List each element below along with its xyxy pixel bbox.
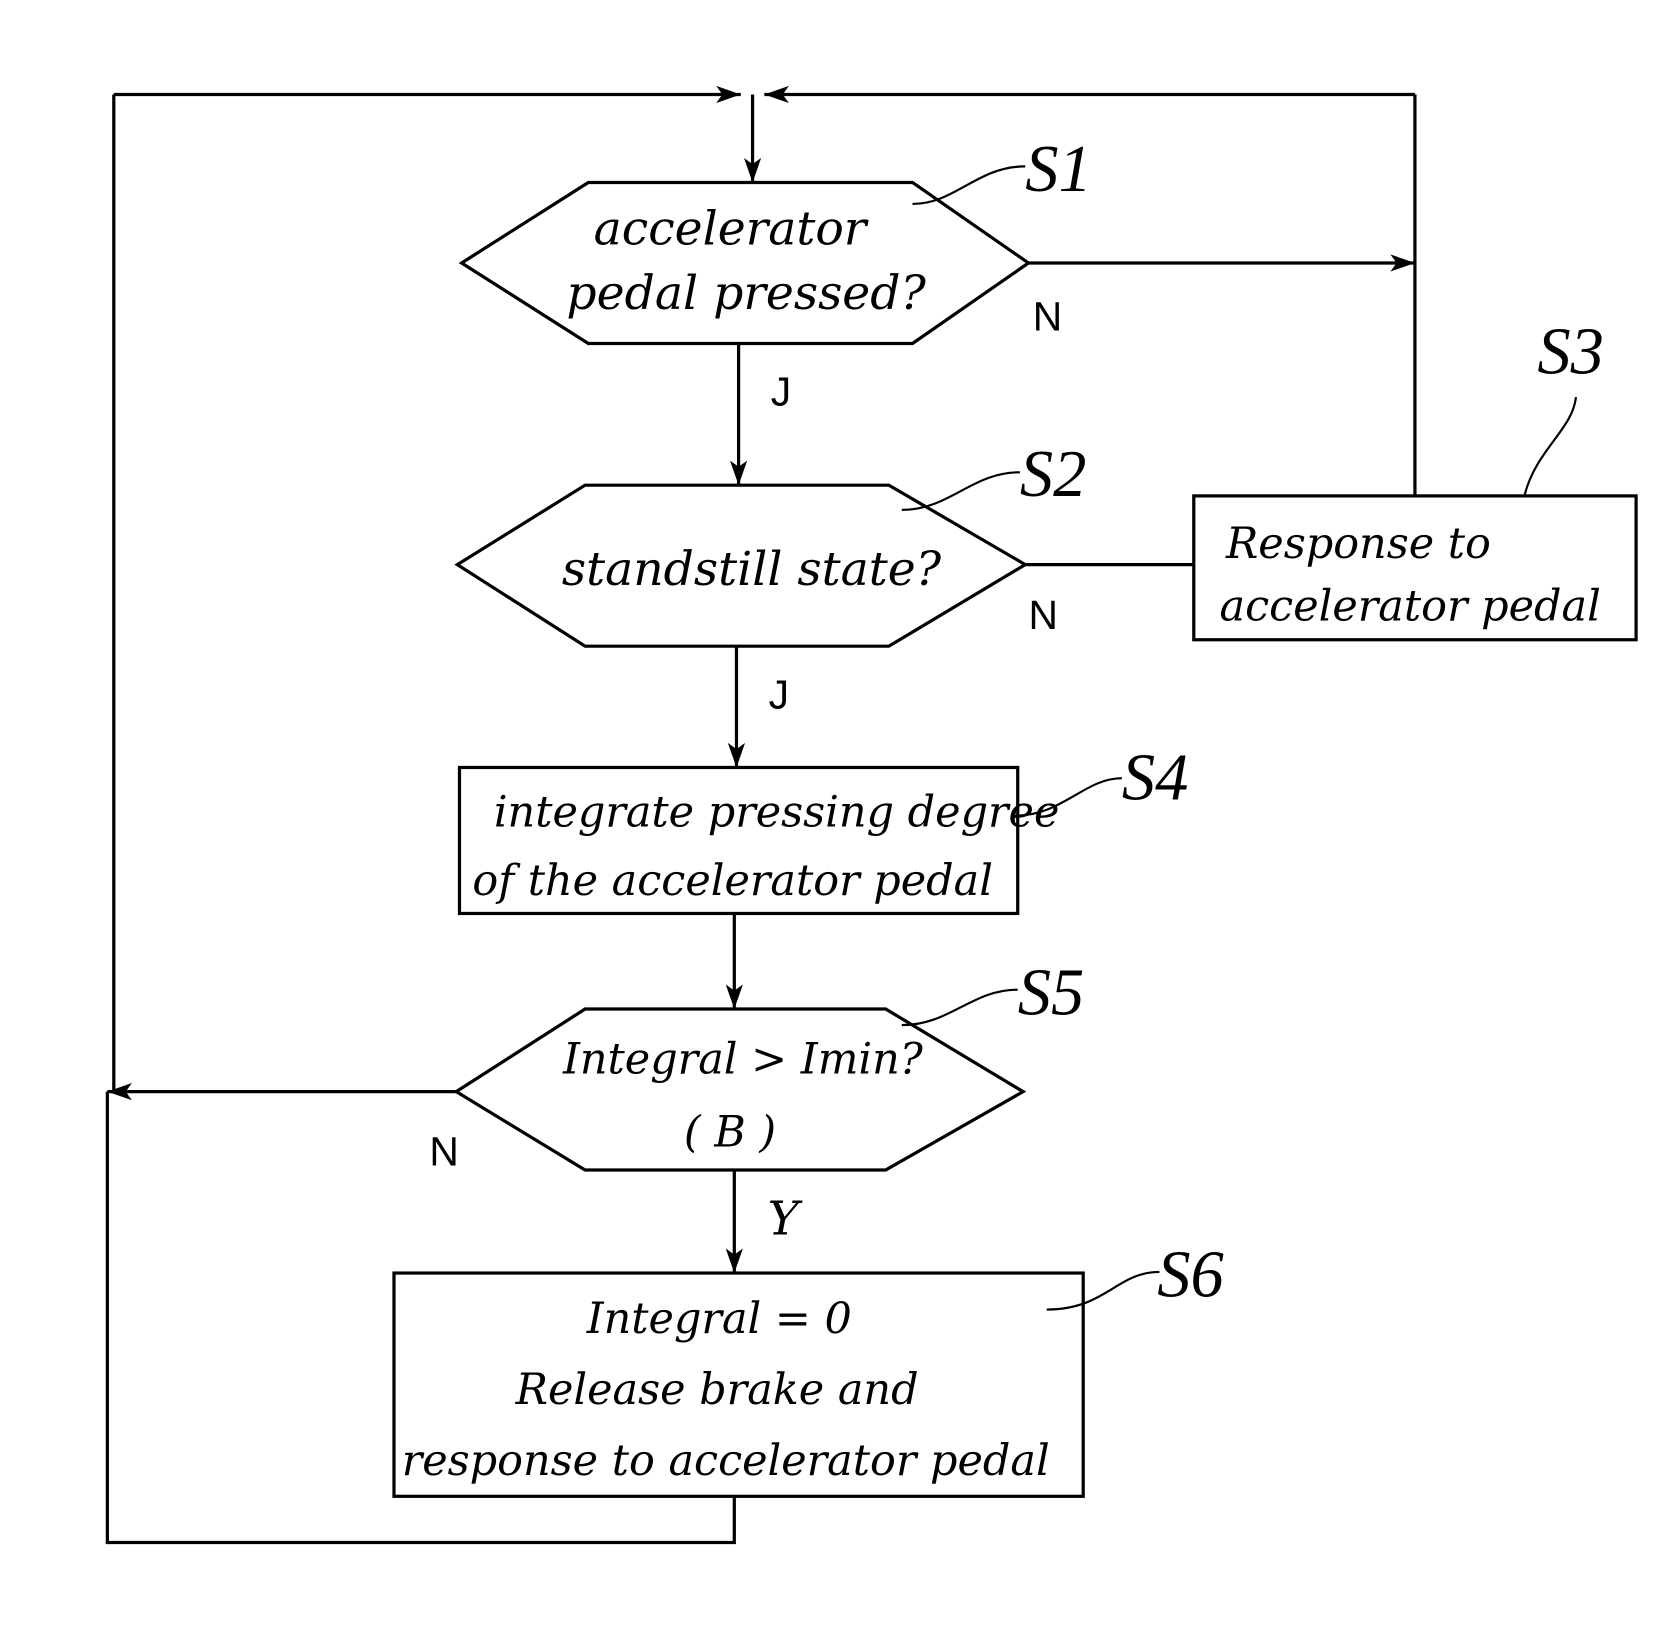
s6-text-line-1: Integral = 0 (586, 1294, 852, 1344)
s1-yes-label: J (771, 369, 791, 415)
top-loop-connector (112, 85, 1417, 1092)
s1-step-label: S1 (1025, 133, 1092, 206)
s3-step-label: S3 (1537, 316, 1604, 389)
bottom-loop-connector (105, 1091, 736, 1545)
s2-step-label: S2 (1020, 438, 1087, 511)
s2-text-line-1: standstill state? (562, 542, 942, 597)
s2-no-label: N (1028, 592, 1057, 638)
s5-leader-line (901, 988, 1018, 1027)
s6-step-label: S6 (1157, 1239, 1224, 1312)
s1-text-line-1: accelerator (594, 202, 869, 257)
s1-no-label: N (1033, 294, 1062, 340)
s3-text-line-2: accelerator pedal (1220, 581, 1601, 631)
step-s5-decision: Integral > Imin? ( B ) S5 (453, 956, 1085, 1172)
step-s3-process: Response to accelerator pedal S3 (1192, 316, 1638, 642)
s1-text-line-2: pedal pressed? (566, 266, 926, 321)
s1-leader-line (912, 165, 1026, 206)
s5-text-line-2: ( B ) (684, 1107, 776, 1157)
s3-text-line-1: Response to (1225, 519, 1491, 569)
s4-text-line-2: of the accelerator pedal (472, 856, 993, 906)
s4-leader-line (1014, 777, 1122, 817)
s6-leader-line (1046, 1270, 1160, 1311)
s4-step-label: S4 (1122, 742, 1189, 815)
s2-leader-line (901, 471, 1020, 511)
step-s6-process: Integral = 0 Release brake and response … (392, 1239, 1224, 1498)
s5-yes-label: Y (768, 1191, 803, 1246)
step-s4-process: integrate pressing degree of the acceler… (457, 742, 1189, 916)
s5-no-label: N (429, 1129, 458, 1175)
s3-leader-line (1523, 397, 1578, 497)
s6-text-line-3: response to accelerator pedal (402, 1436, 1050, 1486)
s5-text-line-1: Integral > Imin? (562, 1034, 924, 1084)
step-s1-decision: accelerator pedal pressed? S1 (458, 133, 1092, 346)
s6-text-line-2: Release brake and (515, 1365, 919, 1415)
s2-yes-label: J (769, 671, 789, 717)
s4-text-line-1: integrate pressing degree (494, 788, 1060, 838)
step-s2-decision: standstill state? S2 (454, 438, 1087, 648)
s5-step-label: S5 (1018, 956, 1085, 1029)
